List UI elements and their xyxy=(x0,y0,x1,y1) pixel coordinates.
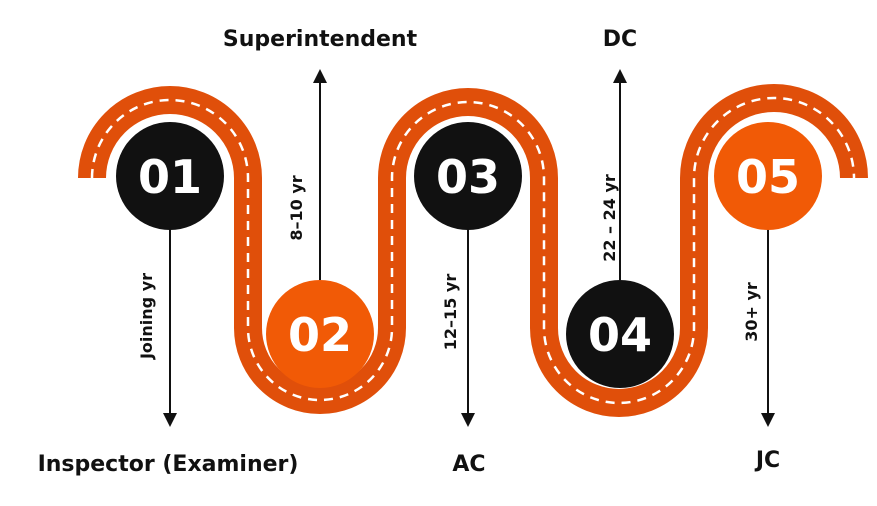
step-05-number: 05 xyxy=(736,150,800,204)
step-05-duration: 30+ yr xyxy=(742,282,761,342)
step-02-marker: 02 xyxy=(266,280,374,388)
step-01-marker: 01 xyxy=(116,122,224,230)
step-05-rank: JC xyxy=(754,448,780,473)
step-05-circle xyxy=(714,122,822,230)
step-03-marker: 03 xyxy=(414,122,522,230)
step-03-circle xyxy=(414,122,522,230)
step-01-duration: Joining yr xyxy=(137,273,156,360)
step-04-marker: 04 xyxy=(566,280,674,388)
step-04-rank: DC xyxy=(603,27,637,52)
step-01-number: 01 xyxy=(138,150,202,204)
step-02-rank: Superintendent xyxy=(223,27,418,52)
step-05-marker: 05 xyxy=(714,122,822,230)
step-04-duration: 22 – 24 yr xyxy=(600,174,619,262)
step-04-number: 04 xyxy=(588,308,652,362)
step-01-circle xyxy=(116,122,224,230)
step-04-circle xyxy=(566,280,674,388)
step-01-rank: Inspector (Examiner) xyxy=(38,452,299,477)
road-dashed-lane xyxy=(90,96,856,405)
winding-road xyxy=(78,84,868,417)
step-02-duration: 8–10 yr xyxy=(287,175,306,240)
step-02-circle xyxy=(266,280,374,388)
step-03-duration: 12–15 yr xyxy=(441,274,460,351)
step-03-rank: AC xyxy=(452,452,485,477)
step-02-number: 02 xyxy=(288,308,352,362)
step-03-number: 03 xyxy=(436,150,500,204)
